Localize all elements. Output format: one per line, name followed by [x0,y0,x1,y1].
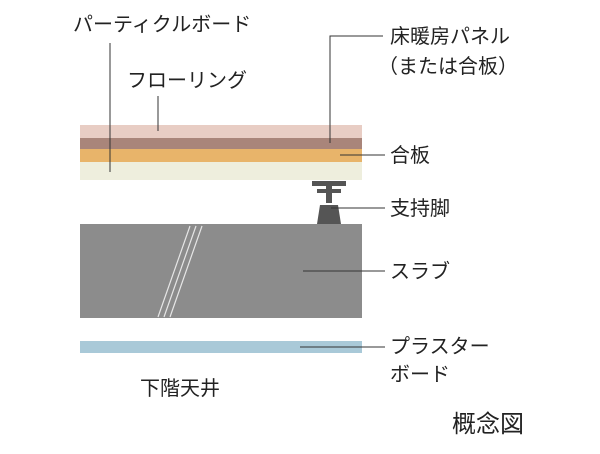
label-plywood: 合板 [390,143,430,167]
label-lower-ceiling: 下階天井 [140,376,220,400]
label-floor-heating-panel: 床暖房パネル [390,24,510,48]
label-plasterboard-2: ボード [390,362,450,386]
particle-board-layer [80,162,362,180]
label-flooring: フローリング [127,68,247,92]
slab-crack-lines [157,225,203,318]
support-leg-icon [312,181,346,224]
flooring-layer [80,125,362,138]
leader-heating-panel [329,35,383,143]
label-particle-board: パーティクルボード [73,12,252,36]
label-plasterboard: プラスター [390,334,490,358]
label-support-leg: 支持脚 [390,196,450,220]
plasterboard-layer [80,341,362,353]
label-concept-diagram: 概念図 [452,410,524,438]
heating-panel-layer [80,138,362,149]
label-slab: スラブ [390,259,450,283]
label-floor-heating-panel-alt: （または合板） [378,54,518,78]
plywood-layer [80,149,362,162]
